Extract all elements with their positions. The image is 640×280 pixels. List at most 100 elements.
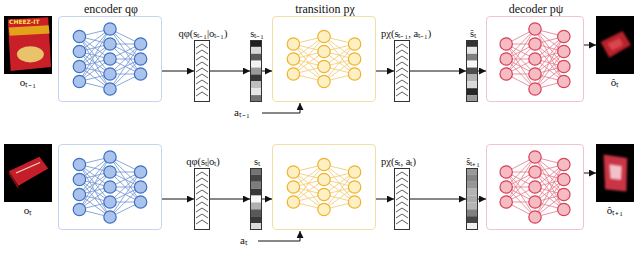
vector-label: ŝₜ: [470, 28, 476, 40]
neuron: [318, 60, 330, 72]
cracker-box: [8, 17, 51, 71]
neuron: [348, 196, 360, 208]
neuron: [500, 53, 512, 65]
network-box-art: [500, 23, 570, 95]
chevron-mark: [196, 74, 208, 78]
state-cell: [250, 223, 262, 230]
connector-arrow: [376, 71, 394, 72]
photo-ground: [4, 16, 52, 74]
neuron: [558, 30, 570, 42]
state-cell: [466, 189, 478, 196]
neuron: [348, 68, 360, 80]
vector-label: qφ(sₜ₋₁|oₜ₋₁): [178, 28, 227, 40]
neuron: [318, 203, 330, 215]
image-frame-art: [596, 16, 634, 74]
distribution-vector: pχ(sₜ₋₁, aₜ₋₁): [394, 40, 410, 102]
state-cell: [250, 196, 262, 203]
neuron: [73, 158, 85, 170]
neuron: [529, 196, 541, 208]
state-vector-art: [466, 168, 478, 230]
chevron-mark: [396, 220, 408, 224]
image-caption: oₜ₋₁: [20, 76, 36, 88]
network-box: encoder qφ: [58, 16, 162, 102]
neuron: [558, 158, 570, 170]
network-title: encoder qφ: [84, 3, 138, 16]
state-cell: [466, 54, 478, 61]
neuron: [134, 68, 146, 80]
neuron: [104, 38, 116, 50]
network-link: [110, 172, 141, 217]
neuron: [529, 68, 541, 80]
neuron: [558, 60, 570, 72]
state-cell: [466, 68, 478, 75]
neuron: [529, 38, 541, 50]
neuron: [558, 75, 570, 87]
neuron: [287, 68, 299, 80]
image-caption: oₜ: [24, 204, 33, 216]
neuron: [134, 38, 146, 50]
chevron-mark: [196, 190, 208, 194]
image-caption: ôₜ: [611, 76, 620, 88]
neuron: [287, 53, 299, 65]
image-frame-art: [4, 16, 52, 74]
photo-ground: [596, 16, 634, 74]
distribution-vector-art: [194, 40, 210, 102]
photo-ground: [596, 144, 634, 202]
neuron: [348, 166, 360, 178]
image-frame-art: [4, 144, 52, 202]
network-box-art: [73, 23, 147, 95]
chevron-mark: [396, 56, 408, 60]
connector-arrow: [410, 199, 466, 200]
neuron: [73, 75, 85, 87]
chevron-mark: [396, 190, 408, 194]
image-frame: oₜ: [4, 144, 52, 202]
distribution-vector: pχ(sₜ, aₜ): [394, 168, 410, 230]
action-arrow: [258, 231, 300, 241]
network-link: [506, 172, 535, 217]
neuron: [529, 151, 541, 163]
connector-arrow: [410, 71, 466, 72]
photo-ground: [4, 144, 52, 202]
neuron: [287, 196, 299, 208]
neuron: [73, 45, 85, 57]
vector-ground: [194, 40, 210, 102]
neuron: [529, 181, 541, 193]
vector-label: qφ(sₜ|oₜ): [186, 156, 220, 168]
chevron-mark: [196, 56, 208, 60]
chevron-mark: [196, 68, 208, 72]
network-link: [110, 29, 141, 74]
neuron: [529, 23, 541, 35]
chevron-mark: [396, 50, 408, 54]
chevron-mark: [396, 74, 408, 78]
network-link: [110, 157, 141, 202]
chevron-mark: [396, 80, 408, 84]
action-label: aₜ₋₁: [234, 106, 250, 118]
neuron: [318, 45, 330, 57]
chevron-mark: [396, 86, 408, 90]
neuron: [500, 68, 512, 80]
chevron-mark: [196, 220, 208, 224]
neuron: [104, 23, 116, 35]
neuron: [500, 181, 512, 193]
network-link: [110, 44, 141, 89]
image-frame-art: [596, 144, 634, 202]
state-cell: [466, 223, 478, 230]
neuron: [104, 68, 116, 80]
state-cell: [250, 95, 262, 102]
connector-arrow: [262, 199, 272, 200]
chevron-mark: [396, 196, 408, 200]
state-cell: [466, 61, 478, 68]
neuron: [558, 173, 570, 185]
neuron: [529, 166, 541, 178]
neuron: [73, 60, 85, 72]
state-vector: sₜ₋₁: [250, 40, 262, 102]
neuron: [500, 38, 512, 50]
state-cell: [250, 182, 262, 189]
network-link: [506, 44, 535, 89]
neuron: [318, 173, 330, 185]
neuron: [318, 75, 330, 87]
state-cell: [250, 168, 262, 175]
